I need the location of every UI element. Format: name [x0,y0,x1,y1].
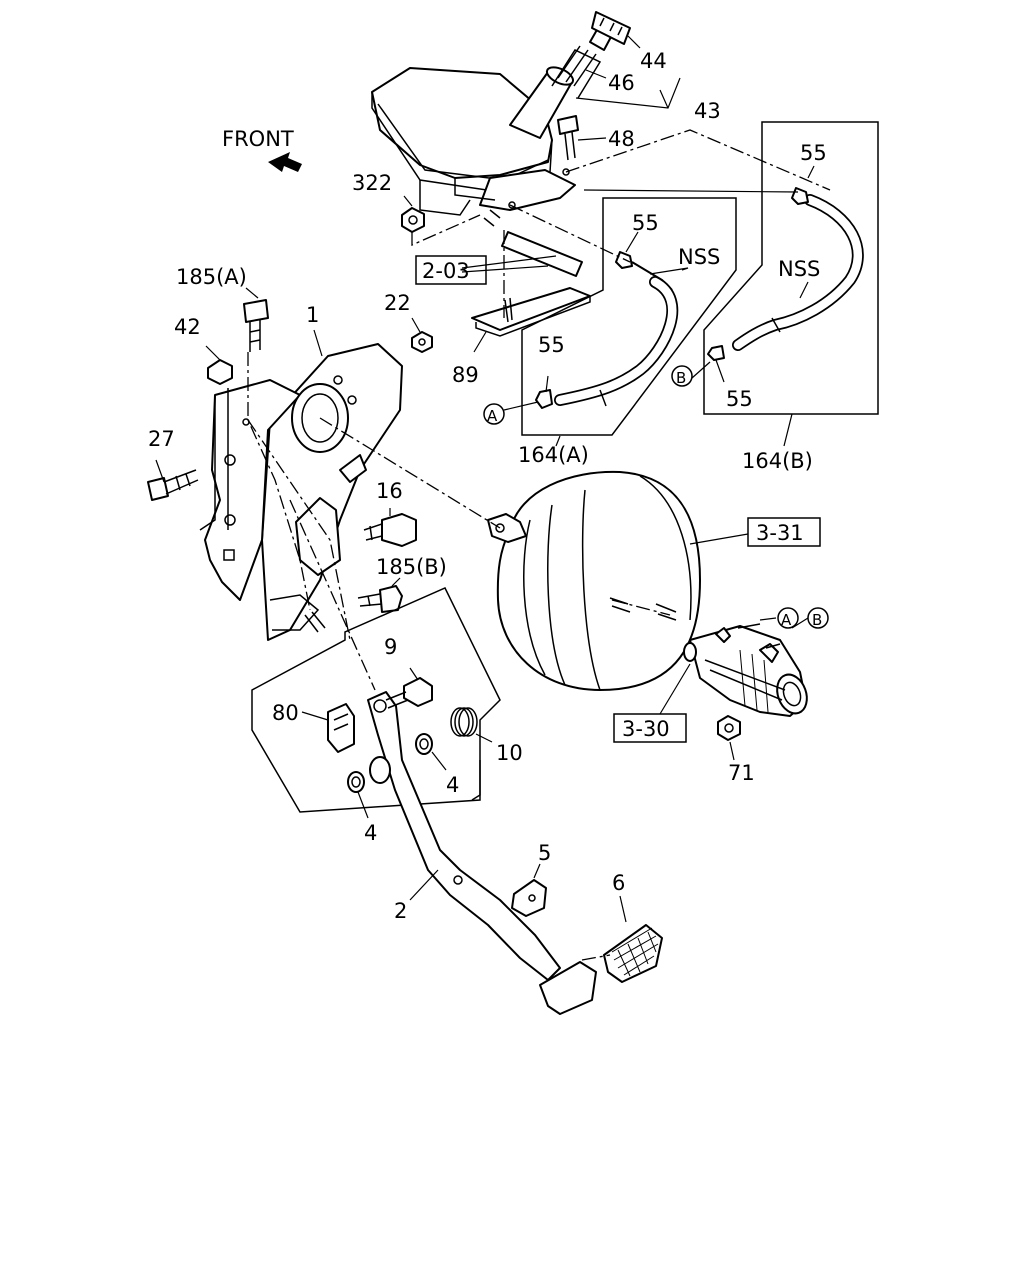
collar [369,756,391,784]
ref-3-30-label: 3-30 [622,717,670,741]
ref-3-31-label: 3-31 [756,521,804,545]
boxed-reference-3-31: 3-31 [747,517,821,547]
pedal-foot-plate [539,961,597,1015]
bolt-27 [147,469,199,501]
frame-164b [703,121,879,415]
pin-9 [385,677,433,709]
circle-marker-b-hose-label: B [676,369,686,387]
clip-80 [327,703,355,753]
circle-marker-a-hose: A [483,403,505,425]
callout-55-top-right: 55 [800,141,827,165]
callout-42: 42 [174,315,201,339]
stop-switch-16 [363,513,417,547]
leader-lines [155,35,815,923]
nut-71 [717,715,741,741]
assembly-center-lines [247,129,831,961]
callout-labels: FRONT 44 46 43 48 322 55 NSS 55 NSS 185(… [148,49,827,923]
circle-marker-b-hose: B [671,365,693,387]
callout-43: 43 [694,99,721,123]
callout-71: 71 [728,761,755,785]
callout-322: 322 [352,171,392,195]
nut-322 [401,207,425,233]
bracket-5 [511,879,547,917]
reservoir-bracket-pin [483,209,583,277]
spring-10 [450,707,481,801]
callout-16: 16 [376,479,403,503]
callout-9: 9 [384,635,397,659]
brake-pedal-arm-2 [367,691,561,981]
callout-4-a: 4 [446,773,459,797]
boxed-reference-2-03: 2-03 [415,255,487,285]
bolt-48 [557,115,579,161]
callout-185b: 185(B) [376,555,447,579]
callout-55-a: 55 [632,211,659,235]
callout-22: 22 [384,291,411,315]
hose-164b [707,187,864,361]
callout-55-c: 55 [726,387,753,411]
nut-22 [411,331,433,353]
circle-marker-a-cylinder-label: A [781,611,792,629]
circle-marker-a-hose-label: A [487,407,498,425]
callout-10: 10 [496,741,523,765]
callout-6: 6 [612,871,625,895]
washer-42 [207,359,233,385]
callout-185a: 185(A) [176,265,247,289]
callout-46: 46 [608,71,635,95]
callout-5: 5 [538,841,551,865]
callout-55-b: 55 [538,333,565,357]
callout-2: 2 [394,899,407,923]
callout-164a: 164(A) [518,443,589,467]
reservoir-cap-sensor [589,11,631,51]
circle-marker-b-cylinder-label: B [812,611,822,629]
callout-89: 89 [452,363,479,387]
plate-89 [471,287,591,337]
callout-27: 27 [148,427,175,451]
pedal-pad-6 [603,924,663,983]
bolt-185b [357,585,403,613]
ref-2-03-label: 2-03 [422,259,470,283]
front-arrow-icon [268,152,302,172]
pedal-bracket-1 [199,343,403,641]
reservoir-tank [371,67,576,216]
bushing-4-lower [347,771,365,793]
bolt-185a [243,299,269,352]
circle-marker-a-cylinder: A [777,607,799,629]
hose-164a [535,251,679,409]
callout-4-b: 4 [364,821,377,845]
boxed-reference-3-30: 3-30 [613,713,687,743]
brake-booster [487,470,701,691]
master-cylinder [683,623,808,717]
callout-48: 48 [608,127,635,151]
reservoir-filler-neck [509,45,602,139]
pedal-subassembly-frame [251,587,501,813]
callout-nss-1: NSS [678,245,720,269]
frame-164a [521,197,737,436]
callout-80: 80 [272,701,299,725]
front-label: FRONT [222,127,294,151]
circle-marker-b-cylinder: B [807,607,829,629]
callout-nss-2: NSS [778,257,820,281]
bushing-4-upper [415,733,433,755]
callout-1: 1 [306,303,319,327]
callout-44: 44 [640,49,667,73]
callout-164b: 164(B) [742,449,813,473]
